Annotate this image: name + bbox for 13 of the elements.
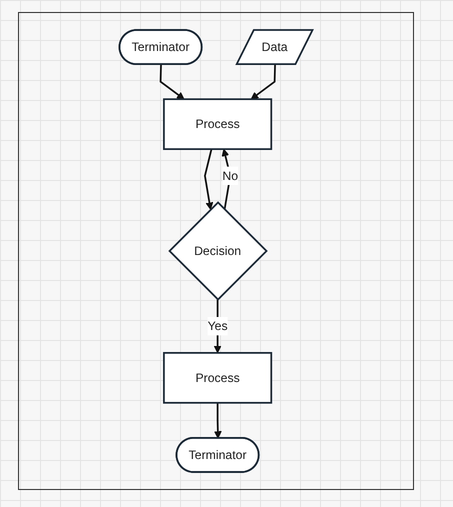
arrow [214,299,222,354]
arrow [160,64,184,100]
data-parallelogram: Data [235,29,314,66]
process-box: Process [163,352,272,404]
edge-label: Yes [208,317,228,336]
decision-diamond: Decision [168,201,268,301]
arrow [250,64,276,100]
terminal-pill: Terminator [176,436,260,473]
terminal-pill: Terminator [118,29,203,66]
process-box: Process [163,98,272,150]
arrow [214,402,222,439]
edge-label: No [222,166,238,185]
arrow [204,148,214,210]
